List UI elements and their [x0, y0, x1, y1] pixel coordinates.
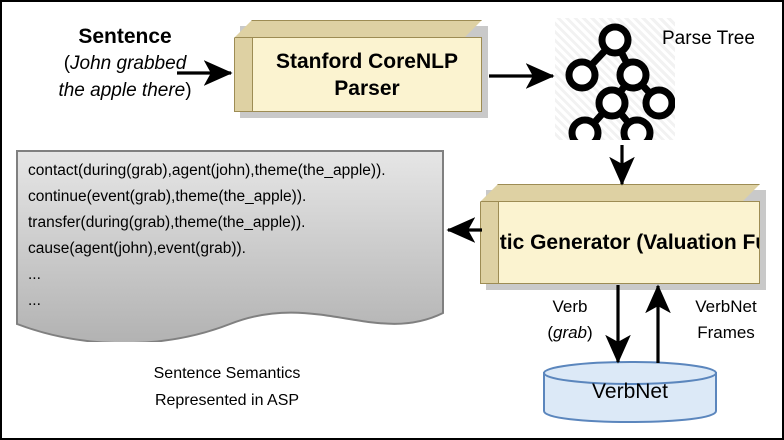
caption-line-2: Represented in ASP — [154, 392, 300, 409]
asp-line: transfer(during(grab),theme(the_apple)). — [28, 214, 306, 231]
verb-close-paren: ) — [587, 323, 593, 342]
sentence-text-line-2: the apple there) — [30, 77, 220, 104]
stanford-corenlp-parser-box: Stanford CoreNLP Parser — [234, 20, 488, 118]
sentence-close-paren: ) — [185, 80, 192, 101]
verb-open-paren: ( — [547, 323, 553, 342]
parse-tree-label: Parse Tree — [662, 28, 755, 49]
box-top-face — [234, 20, 482, 38]
sentence-label: Sentence (John grabbed the apple there) — [30, 24, 220, 104]
asp-document-caption: Sentence Semantics Represented in ASP — [102, 360, 352, 414]
asp-document-svg — [16, 150, 444, 342]
parse-tree-nodes — [565, 23, 676, 150]
verbnet-frames-edge-label: VerbNet Frames — [674, 294, 778, 346]
verb-edge-label: Verb (grab) — [530, 294, 610, 346]
parse-tree-svg — [565, 23, 676, 150]
asp-document-shape: contact(during(grab),agent(john),theme(t… — [16, 150, 444, 342]
caption-line-1: Sentence Semantics — [153, 365, 301, 382]
box-front-face: Semantic Generator (Valuation Function — [498, 201, 760, 284]
sentence-title: Sentence — [78, 25, 172, 48]
asp-text-block: contact(during(grab),agent(john),theme(t… — [28, 158, 438, 314]
asp-document-outline — [16, 150, 444, 342]
semantic-generator-box: Semantic Generator (Valuation Function — [480, 184, 766, 290]
sentence-open-paren: ( — [63, 53, 71, 74]
verb-label-line-1: Verb — [552, 297, 588, 316]
box-front-face: Stanford CoreNLP Parser — [252, 37, 482, 112]
asp-line: ... — [28, 292, 41, 309]
parser-box-label: Stanford CoreNLP Parser — [275, 49, 458, 100]
sentence-line-1-text: John grabbed — [70, 53, 187, 74]
sentence-text-line-1: (John grabbed — [30, 50, 220, 77]
asp-line: ... — [28, 266, 41, 283]
cylinder-body — [543, 372, 717, 424]
verbnet-database-cylinder: VerbNet — [542, 361, 718, 424]
parse-tree-graphic — [555, 18, 676, 150]
asp-line: contact(during(grab),agent(john),theme(t… — [28, 162, 386, 179]
semantic-generator-box-label: Semantic Generator (Valuation Function — [499, 231, 759, 254]
box-top-face — [480, 184, 760, 202]
frames-label-line-1: VerbNet — [695, 297, 757, 316]
verbnet-label: VerbNet — [592, 380, 668, 403]
sentence-line-2-text: the apple there — [58, 80, 186, 101]
frames-label-line-2: Frames — [697, 323, 755, 342]
verb-word: grab — [552, 323, 588, 342]
asp-line: continue(event(grab),theme(the_apple)). — [28, 188, 307, 205]
asp-line: cause(agent(john),event(grab)). — [28, 240, 246, 257]
